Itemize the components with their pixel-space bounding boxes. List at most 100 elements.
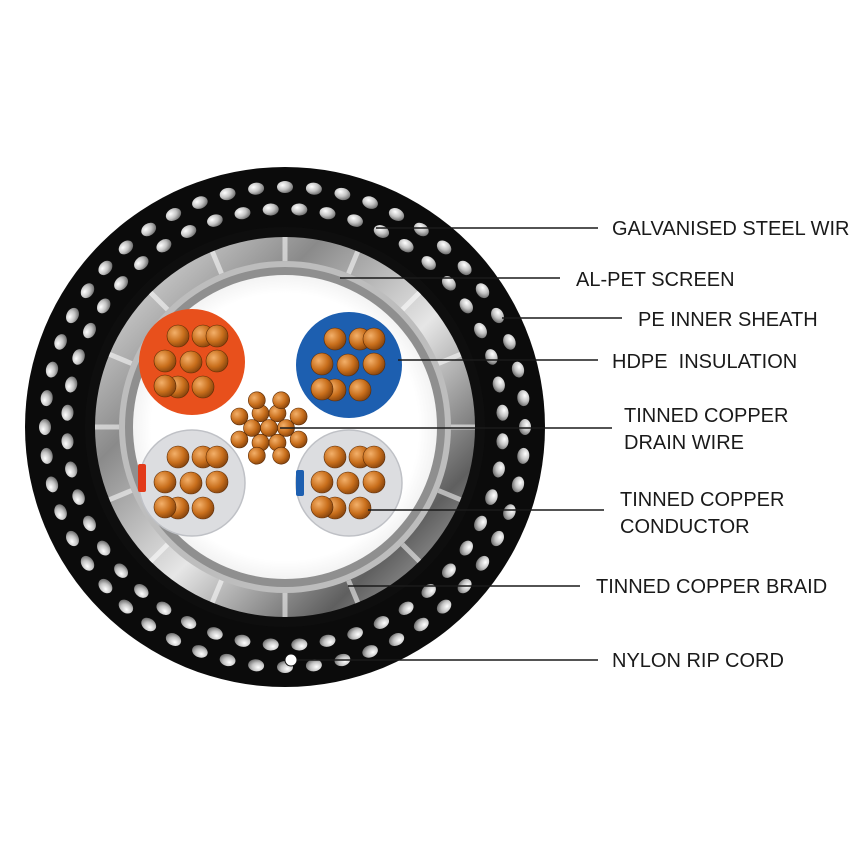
copper-strand xyxy=(310,377,334,401)
steel-wire xyxy=(519,419,531,435)
steel-wire xyxy=(334,187,351,201)
braid-segment-line xyxy=(437,351,462,366)
steel-wire xyxy=(388,633,405,646)
steel-wire xyxy=(517,390,530,407)
steel-wire xyxy=(165,208,182,221)
label-nylon-rip-cord: NYLON RIP CORD xyxy=(612,650,784,672)
steel-wire xyxy=(83,515,96,532)
steel-wire xyxy=(491,530,504,547)
galvanised-steel-wire-ring xyxy=(39,181,531,673)
copper-strand xyxy=(310,352,334,376)
steel-wire xyxy=(45,361,59,378)
copper-strand xyxy=(153,349,177,373)
braid-segment-line xyxy=(148,542,170,564)
steel-wire xyxy=(459,298,473,314)
steel-wire xyxy=(503,334,516,350)
steel-wire xyxy=(45,476,59,493)
steel-wire xyxy=(40,447,53,464)
braid-segment-line xyxy=(108,488,133,503)
steel-wire xyxy=(61,433,74,450)
copper-strand xyxy=(336,353,360,377)
copper-strand xyxy=(153,495,177,519)
copper-strand xyxy=(205,349,229,373)
steel-wire xyxy=(219,653,236,667)
steel-wire xyxy=(441,563,456,578)
steel-wire xyxy=(347,214,363,227)
steel-wire xyxy=(234,207,251,220)
steel-wire xyxy=(398,239,414,253)
copper-strand xyxy=(323,445,347,469)
label-conductor-line1: TINNED COPPER xyxy=(620,489,784,511)
steel-wire xyxy=(54,334,67,350)
steel-wire xyxy=(156,239,172,253)
copper-strand xyxy=(205,445,229,469)
steel-wire xyxy=(511,361,525,378)
steel-wire xyxy=(97,298,111,314)
steel-wire xyxy=(319,207,336,220)
steel-wire xyxy=(421,583,436,598)
steel-wire xyxy=(436,240,452,255)
steel-wire xyxy=(373,616,390,629)
copper-strand xyxy=(272,391,291,410)
copper-strand xyxy=(260,419,278,437)
steel-wire xyxy=(141,617,157,632)
steel-wire xyxy=(248,659,265,672)
steel-wire xyxy=(421,256,436,271)
steel-wire xyxy=(66,530,79,547)
steel-wire xyxy=(305,182,322,195)
copper-strand xyxy=(310,470,334,494)
steel-wire xyxy=(496,404,509,421)
steel-wire xyxy=(457,260,472,276)
steel-wire xyxy=(441,276,456,291)
steel-wire xyxy=(398,601,414,615)
label-hdpe-insulation: HDPE INSULATION xyxy=(612,351,797,373)
steel-wire xyxy=(511,476,525,493)
copper-strand xyxy=(323,327,347,351)
copper-strand xyxy=(205,470,229,494)
steel-wire xyxy=(66,307,79,324)
braid-segment-line xyxy=(437,488,462,503)
steel-wire xyxy=(65,376,78,393)
copper-strand xyxy=(179,350,203,374)
label-conductor-line2: CONDUCTOR xyxy=(620,516,750,538)
copper-strand xyxy=(362,352,386,376)
copper-strand xyxy=(362,327,386,351)
steel-wire xyxy=(80,283,95,299)
red-identification-stripe xyxy=(138,464,146,492)
leader-lines xyxy=(280,227,622,661)
steel-wire xyxy=(291,638,308,651)
copper-strand xyxy=(310,495,334,519)
label-al-pet-screen: AL-PET SCREEN xyxy=(576,269,735,291)
steel-wire xyxy=(54,504,67,520)
label-galvanised-steel-wire: GALVANISED STEEL WIRE xyxy=(612,218,850,240)
steel-wire xyxy=(503,504,516,520)
steel-wire xyxy=(207,627,223,640)
steel-wire xyxy=(80,555,95,571)
steel-wire xyxy=(475,555,490,571)
steel-wire xyxy=(496,433,509,450)
steel-wire xyxy=(118,240,134,255)
copper-strand xyxy=(362,470,386,494)
steel-wire xyxy=(207,214,223,227)
copper-strand xyxy=(166,445,190,469)
copper-strand xyxy=(289,407,308,426)
steel-wire xyxy=(492,376,505,393)
steel-wire xyxy=(165,633,182,646)
label-drain-wire-line2: DRAIN WIRE xyxy=(624,432,744,454)
copper-strand xyxy=(179,471,203,495)
copper-strand xyxy=(247,391,266,410)
steel-wire xyxy=(262,638,279,651)
steel-wire xyxy=(319,634,336,647)
copper-strand xyxy=(272,446,291,465)
steel-wire xyxy=(485,489,498,505)
braid-segment-line xyxy=(108,351,133,366)
steel-wire xyxy=(459,540,473,556)
steel-wire xyxy=(362,196,378,209)
steel-wire xyxy=(474,322,487,339)
steel-wire xyxy=(517,447,530,464)
steel-wire xyxy=(492,461,505,478)
steel-wire xyxy=(72,489,85,505)
copper-strand xyxy=(243,419,261,437)
steel-wire xyxy=(114,276,129,291)
steel-wire xyxy=(134,256,149,271)
